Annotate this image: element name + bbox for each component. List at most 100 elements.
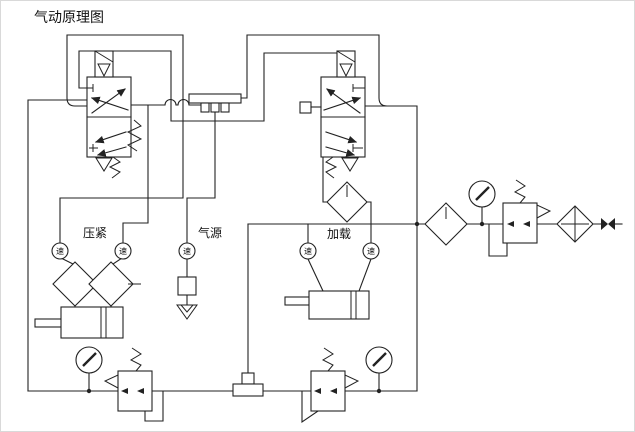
pilot-diagonal <box>94 50 114 63</box>
regulator-spring <box>513 179 526 204</box>
pipe-filter-to-main <box>366 201 372 225</box>
pilot-actuator-icon <box>336 50 356 78</box>
return-spring-icon <box>325 156 338 179</box>
pipe-inner-crossover <box>78 50 338 122</box>
load-circuit: 加载 速 速 <box>284 181 380 320</box>
pipe-valve-to-manifold <box>130 99 202 106</box>
coupler-char: 速 <box>183 247 191 256</box>
manifold-bar <box>188 93 242 104</box>
coupler-char: 速 <box>119 247 127 256</box>
relief-triangle <box>103 374 119 389</box>
one-way-flow-valve-icon <box>88 261 141 307</box>
regulator-body <box>502 202 538 244</box>
coupler-circle <box>114 242 132 260</box>
regulator-spring <box>129 347 142 372</box>
flow-arrow <box>323 96 362 111</box>
piston <box>350 291 357 319</box>
manual-actuator-icon <box>95 157 113 172</box>
gauge-needle <box>82 352 97 367</box>
flow-arrow <box>523 221 530 227</box>
clamp-label: 压紧 <box>83 226 107 240</box>
filter-diamond <box>326 181 368 223</box>
coupler-circle <box>51 242 69 260</box>
air-source-outlet-inner <box>179 304 195 313</box>
quick-coupler-icon: 速 <box>178 242 196 260</box>
pressure-regulator-icon <box>502 179 552 244</box>
pilot-triangle <box>339 63 353 78</box>
tee-block-icon <box>232 372 264 397</box>
flow-arrow <box>325 131 358 144</box>
relief-triangle <box>344 374 360 389</box>
gauge-needle <box>372 352 387 367</box>
return-spring-icon <box>108 156 121 179</box>
pipe-reg1-loop <box>488 223 508 257</box>
pressure-gauge-icon <box>468 180 496 208</box>
coupler-circle <box>299 242 317 260</box>
manifold-port <box>200 102 210 113</box>
pressure-gauge-icon <box>365 346 393 374</box>
pilot-diagonal <box>336 50 356 63</box>
valve-wing <box>608 218 615 230</box>
junction-dot <box>479 221 485 227</box>
load-cylinder <box>284 290 370 320</box>
port-tab <box>299 101 312 114</box>
flow-valve-diamond <box>52 261 98 307</box>
pipe-load-cyl-a <box>307 258 324 292</box>
manual-actuator-icon <box>341 157 359 172</box>
flow-arrow <box>325 146 356 157</box>
port-tick <box>352 84 365 92</box>
flow-arrow <box>314 388 321 394</box>
junction-dot <box>376 388 382 394</box>
coupler-char: 速 <box>367 247 375 256</box>
pressure-regulator-icon <box>103 347 153 412</box>
coupler-char: 速 <box>304 247 312 256</box>
clamp-circuit: 压紧 速 速 <box>34 226 141 339</box>
tee-top <box>241 372 255 385</box>
flow-arrow <box>507 221 514 227</box>
pipe-reg2-loop <box>144 390 164 422</box>
port-tick <box>81 84 94 92</box>
junction-dot <box>86 388 92 394</box>
relief-triangle <box>536 204 552 219</box>
regulator-spring <box>321 347 334 372</box>
clamp-cylinder <box>34 306 124 339</box>
flow-arrow <box>326 88 361 114</box>
coupler-circle <box>178 242 196 260</box>
air-source-branch: 气源 速 <box>176 225 222 320</box>
pipe-right-riser <box>364 105 418 392</box>
bottom-bus-components <box>75 346 393 412</box>
load-label: 加载 <box>327 227 351 241</box>
shutoff-valve-icon <box>601 218 615 230</box>
piston <box>100 307 107 338</box>
tee-base <box>232 383 264 397</box>
quick-coupler-icon: 速 <box>114 242 132 260</box>
pipe-manifold-stem <box>186 111 216 244</box>
manifold-port <box>220 102 230 113</box>
flow-arrow <box>94 131 127 144</box>
air-manifold <box>188 93 242 113</box>
quick-coupler-icon: 速 <box>362 242 380 260</box>
pipe-left-riser <box>27 99 90 392</box>
pipe-load-cyl-b <box>358 258 372 292</box>
valve-wing <box>601 218 608 230</box>
coupler-char: 速 <box>56 247 64 256</box>
air-filter-icon <box>424 202 468 246</box>
flow-arrow <box>90 96 129 111</box>
pipe-valve-to-filter <box>322 156 328 203</box>
port-tick <box>352 144 363 152</box>
gauge-needle <box>475 186 490 201</box>
water-separator-icon <box>556 205 594 243</box>
coupler-circle <box>362 242 380 260</box>
quick-coupler-icon: 速 <box>299 242 317 260</box>
flow-arrow <box>91 88 126 114</box>
pipe-reg3-loop <box>301 390 319 424</box>
flow-arrow <box>96 146 127 157</box>
filter-diamond <box>424 202 468 246</box>
load-directional-valve <box>299 50 366 179</box>
air-prep-chain <box>424 179 615 246</box>
flow-arrow <box>330 388 337 394</box>
pressure-gauge-icon <box>75 346 103 374</box>
pressure-regulator-icon <box>310 347 360 412</box>
pipe-clamp-riser <box>122 104 149 244</box>
